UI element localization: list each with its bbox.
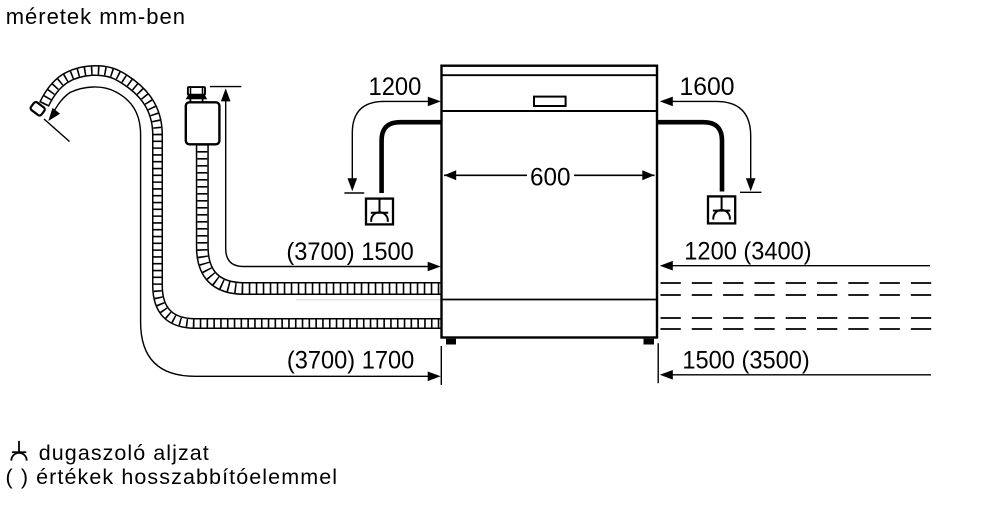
svg-text:dugaszoló aljzat: dugaszoló aljzat	[39, 441, 210, 465]
svg-text:1500 (3500): 1500 (3500)	[682, 347, 809, 375]
svg-text:1200 (3400): 1200 (3400)	[684, 238, 811, 266]
svg-text:(3700) 1700: (3700) 1700	[287, 347, 414, 375]
svg-text:1200: 1200	[369, 73, 422, 101]
svg-text:1600: 1600	[680, 73, 735, 101]
svg-text:(3700) 1500: (3700) 1500	[286, 238, 413, 266]
svg-text:( ) értékek hosszabbítóelemmel: ( ) értékek hosszabbítóelemmel	[6, 465, 339, 489]
svg-text:600: 600	[530, 164, 570, 191]
svg-text:méretek mm-ben: méretek mm-ben	[6, 4, 186, 29]
